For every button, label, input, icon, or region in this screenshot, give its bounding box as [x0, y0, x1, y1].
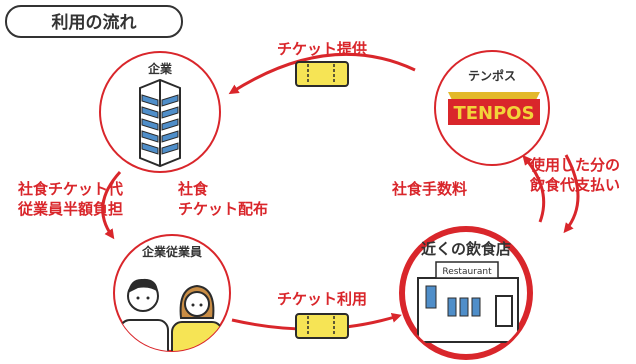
restaurant-sign-text: Restaurant: [442, 267, 492, 277]
flow-employee-share-line2: 従業員半額負担: [17, 200, 123, 218]
employee-label: 企業従業員: [141, 244, 202, 259]
tenpos-logo-text: TENPOS: [453, 103, 534, 124]
flow-payment-line1: 使用した分の: [529, 156, 620, 174]
arrow-company-to-employee: [101, 170, 122, 240]
ticket-icon: [295, 313, 349, 339]
node-company: 企業: [99, 51, 221, 173]
ticket-icon: [295, 61, 349, 87]
flow-commission: 社食手数料: [391, 180, 467, 198]
arrow-restaurant-to-tenpos: [522, 154, 546, 223]
section-title: 利用の流れ: [5, 5, 183, 38]
restaurant-sign: [435, 261, 499, 279]
page-title: 利用の流れ: [52, 12, 137, 33]
storefront-icon: [417, 277, 519, 343]
flow-payment-line2: 飲食代支払い: [529, 176, 620, 194]
node-tenpos: テンポス TENPOS: [434, 50, 550, 166]
flow-ticket-provide: チケット提供: [277, 40, 367, 58]
node-employee: 企業従業員: [113, 234, 231, 352]
node-restaurant: 近くの飲食店 Restaurant: [399, 226, 533, 360]
arrow-tenpos-to-company: [228, 52, 416, 95]
restaurant-label: 近くの飲食店: [421, 240, 511, 258]
tenpos-label: テンポス: [468, 68, 516, 83]
tenpos-logo: TENPOS: [448, 92, 540, 125]
flow-distribute-line2: チケット配布: [178, 200, 268, 218]
arrow-payment: [563, 154, 580, 234]
flow-ticket-use: チケット利用: [277, 290, 367, 308]
flow-distribute-line1: 社食: [177, 180, 209, 198]
company-label: 企業: [147, 61, 173, 76]
flow-employee-share-line1: 社食チケット代: [17, 180, 123, 198]
office-building-icon: [139, 78, 181, 168]
